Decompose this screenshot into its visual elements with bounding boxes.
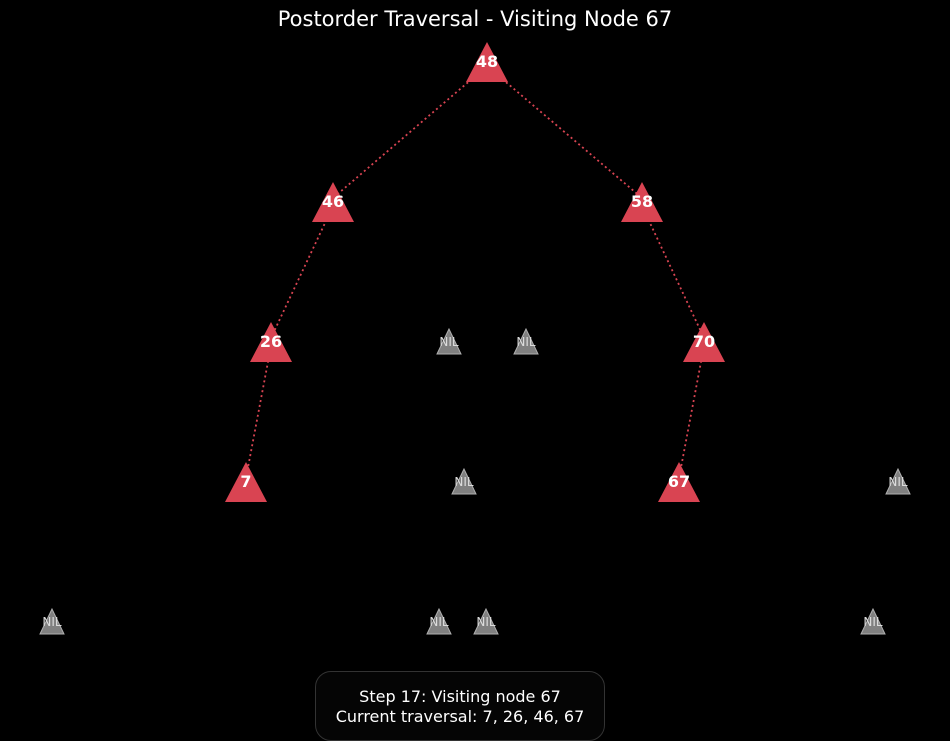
nil-node: NIL <box>39 607 65 635</box>
tree-edge-n26-n7 <box>245 345 272 479</box>
nil-triangle-icon <box>860 607 886 635</box>
nil-node: NIL <box>426 607 452 635</box>
nil-node: NIL <box>860 607 886 635</box>
node-value-label: 7 <box>240 472 251 491</box>
nil-label: NIL <box>42 615 62 629</box>
nil-layer: NIL NIL NIL NIL NIL NIL NIL NIL <box>39 327 911 635</box>
tree-edge-n46-n26 <box>270 205 334 339</box>
node-triangle-icon <box>683 322 725 362</box>
nodes-layer: 48 46 58 26 70 7 67 <box>225 42 725 502</box>
nil-triangle-icon <box>451 467 477 495</box>
node-triangle-icon <box>658 462 700 502</box>
tree-node-46: 46 <box>312 182 354 222</box>
tree-edge-n48-n58 <box>486 65 643 199</box>
node-triangle-icon <box>312 182 354 222</box>
node-value-label: 58 <box>631 192 653 211</box>
nil-triangle-icon <box>426 607 452 635</box>
tree-node-48: 48 <box>466 42 508 82</box>
step-text: Step 17: Visiting node 67 <box>359 687 561 706</box>
nil-label: NIL <box>888 475 908 489</box>
tree-node-70: 70 <box>683 322 725 362</box>
tree-edge-n70-n67 <box>678 345 705 479</box>
tree-node-7: 7 <box>225 462 267 502</box>
traversal-text: Current traversal: 7, 26, 46, 67 <box>335 707 585 726</box>
nil-triangle-icon <box>473 607 499 635</box>
edges-layer <box>245 65 705 479</box>
nil-triangle-icon <box>436 327 462 355</box>
node-triangle-icon <box>466 42 508 82</box>
nil-node: NIL <box>473 607 499 635</box>
nil-label: NIL <box>516 335 536 349</box>
tree-node-67: 67 <box>658 462 700 502</box>
tree-node-26: 26 <box>250 322 292 362</box>
node-value-label: 70 <box>693 332 715 351</box>
nil-label: NIL <box>454 475 474 489</box>
tree-node-58: 58 <box>621 182 663 222</box>
nil-node: NIL <box>451 467 477 495</box>
node-value-label: 46 <box>322 192 344 211</box>
nil-node: NIL <box>885 467 911 495</box>
node-value-label: 67 <box>668 472 690 491</box>
nil-triangle-icon <box>885 467 911 495</box>
nil-node: NIL <box>436 327 462 355</box>
nil-triangle-icon <box>39 607 65 635</box>
node-triangle-icon <box>250 322 292 362</box>
tree-edge-n58-n70 <box>641 205 705 339</box>
nil-node: NIL <box>513 327 539 355</box>
node-value-label: 48 <box>476 52 498 71</box>
nil-label: NIL <box>429 615 449 629</box>
nil-triangle-icon <box>513 327 539 355</box>
tree-edge-n48-n46 <box>332 65 488 199</box>
node-triangle-icon <box>621 182 663 222</box>
nil-label: NIL <box>476 615 496 629</box>
node-triangle-icon <box>225 462 267 502</box>
nil-label: NIL <box>439 335 459 349</box>
status-box: Step 17: Visiting node 67 Current traver… <box>315 671 605 741</box>
nil-label: NIL <box>863 615 883 629</box>
node-value-label: 26 <box>260 332 282 351</box>
diagram-title: Postorder Traversal - Visiting Node 67 <box>278 7 673 31</box>
